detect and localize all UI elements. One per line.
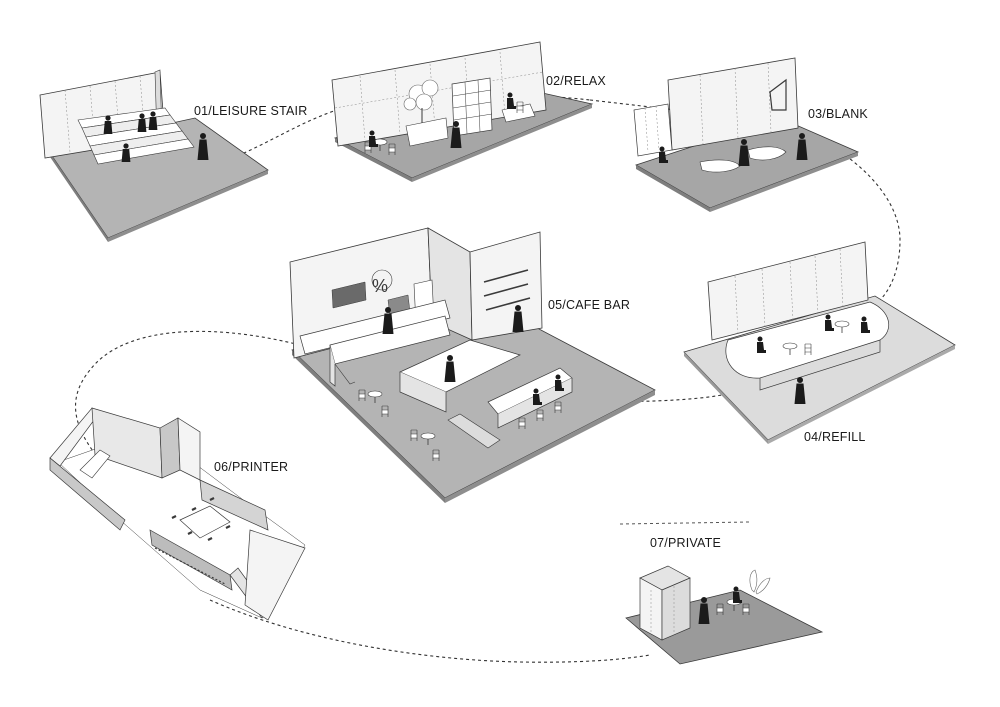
zone-02-relax: [331, 41, 594, 182]
zone-label-cafe-bar: 05/CAFE BAR: [548, 298, 631, 312]
zone-label-leisure-stair: 01/LEISURE STAIR: [194, 104, 308, 118]
zone-label-printer: 06/PRINTER: [214, 460, 289, 474]
zone-label-private: 07/PRIVATE: [650, 536, 722, 550]
zone-03-blank: [633, 57, 860, 212]
zone-07-private: [619, 521, 824, 665]
zone-05-cafe-bar: %: [289, 227, 656, 503]
svg-text:%: %: [372, 276, 388, 296]
zone-label-refill: 04/REFILL: [804, 430, 866, 444]
zone-label-blank: 03/BLANK: [808, 107, 868, 121]
zone-label-relax: 02/RELAX: [546, 74, 606, 88]
zone-01-leisure-stair: [39, 69, 269, 242]
zone-04-refill: [683, 241, 956, 444]
zone-06-printer: [49, 407, 306, 621]
